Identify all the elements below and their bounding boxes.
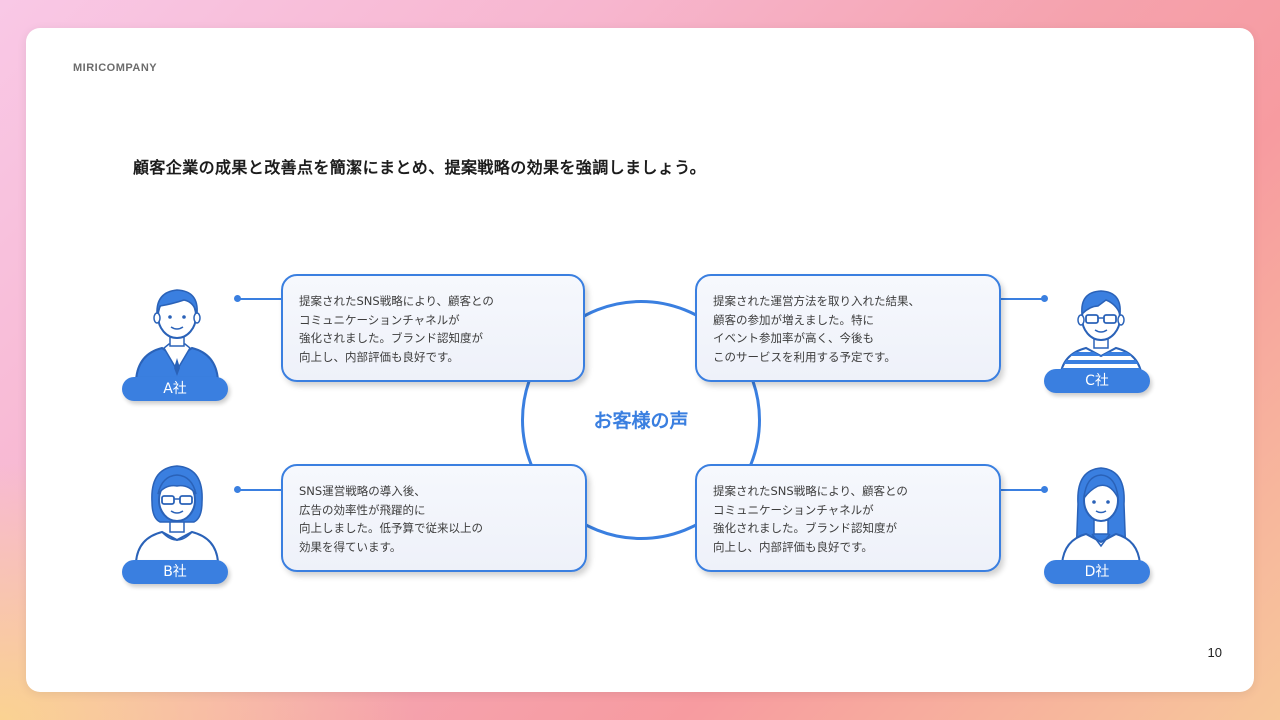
businessman-icon: [122, 280, 232, 400]
page-heading: 顧客企業の成果と改善点を簡潔にまとめ、提案戦略の効果を強調しましょう。: [133, 158, 707, 177]
connector-c: [999, 298, 1044, 300]
testimonial-line: 強化されました。ブランド認知度が: [713, 521, 897, 535]
slide-card: MIRICOMPANY 顧客企業の成果と改善点を簡潔にまとめ、提案戦略の効果を強…: [26, 28, 1254, 692]
connector-dot-b: [234, 486, 241, 493]
testimonial-line: SNS運営戦略の導入後、: [299, 484, 426, 498]
woman-glasses-icon: [122, 458, 232, 578]
company-tag-b: B社: [122, 560, 228, 584]
testimonial-line: 向上しました。低予算で従来以上の: [299, 521, 483, 535]
testimonial-line: 顧客の参加が増えました。特に: [713, 312, 874, 327]
center-label: お客様の声: [593, 410, 689, 432]
testimonial-line: 提案されたSNS戦略により、顧客との: [299, 294, 494, 308]
testimonial-line: 広告の効率性が飛躍的に: [299, 502, 426, 517]
testimonial-line: コミュニケーションチャネルが: [713, 502, 874, 517]
company-name: MIRICOMPANY: [73, 62, 158, 74]
testimonial-line: このサービスを利用する予定です。: [713, 349, 896, 364]
testimonial-bubble-b: SNS運営戦略の導入後、 広告の効率性が飛躍的に 向上しました。低予算で従来以上…: [281, 464, 587, 572]
company-tag-d: D社: [1044, 560, 1150, 584]
page-number: 10: [1207, 645, 1222, 660]
connector-dot-c: [1041, 295, 1048, 302]
testimonial-line: 提案されたSNS戦略により、顧客との: [713, 484, 908, 498]
woman-long-hair-icon: [1046, 464, 1156, 584]
connector-dot-d: [1041, 486, 1048, 493]
testimonial-bubble-c: 提案された運営方法を取り入れた結果、 顧客の参加が増えました。特に イベント参加…: [695, 274, 1001, 382]
testimonial-line: コミュニケーションチャネルが: [299, 312, 460, 327]
company-tag-a: A社: [122, 377, 228, 401]
testimonial-line: 提案された運営方法を取り入れた結果、: [713, 294, 920, 308]
testimonial-line: 効果を得ています。: [299, 539, 402, 554]
testimonial-line: 強化されました。ブランド認知度が: [299, 331, 483, 345]
connector-b: [238, 489, 283, 491]
connector-d: [999, 489, 1044, 491]
testimonial-line: 向上し、内部評価も良好です。: [713, 539, 873, 554]
testimonial-bubble-a: 提案されたSNS戦略により、顧客との コミュニケーションチャネルが 強化されまし…: [281, 274, 585, 382]
testimonial-line: イベント参加率が高く、今後も: [713, 331, 874, 345]
testimonial-bubble-d: 提案されたSNS戦略により、顧客との コミュニケーションチャネルが 強化されまし…: [695, 464, 1001, 572]
connector-dot-a: [234, 295, 241, 302]
connector-a: [238, 298, 283, 300]
testimonial-line: 向上し、内部評価も良好です。: [299, 349, 459, 364]
company-tag-c: C社: [1044, 369, 1150, 393]
